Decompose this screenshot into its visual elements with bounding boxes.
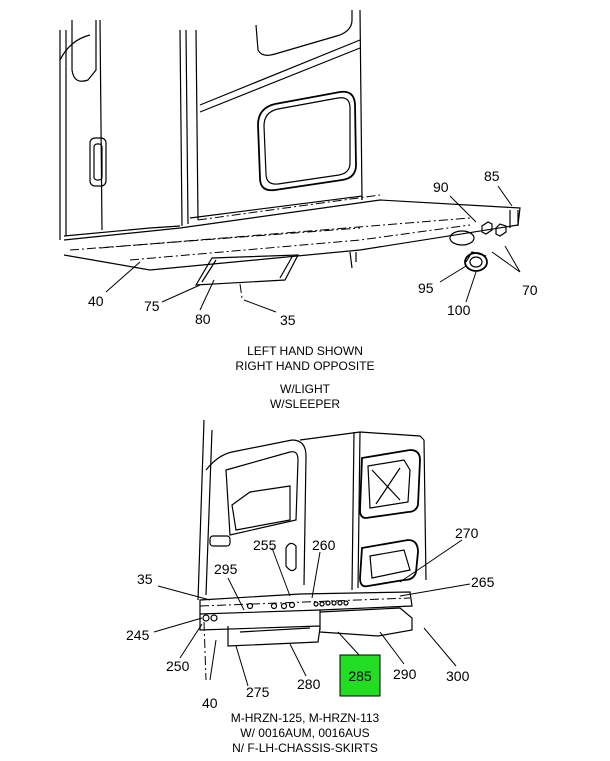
note-w-sleeper: W/SLEEPER — [270, 397, 340, 411]
callout-75: 75 — [144, 298, 160, 314]
callout-260: 260 — [312, 537, 336, 553]
callout-85: 85 — [484, 168, 500, 184]
note-left-hand-shown: LEFT HAND SHOWN — [247, 344, 363, 358]
note-chassis-skirts: N/ F-LH-CHASSIS-SKIRTS — [232, 741, 378, 755]
callout-40-top: 40 — [88, 293, 104, 309]
note-right-hand-opposite: RIGHT HAND OPPOSITE — [235, 359, 374, 373]
callout-35-bottom: 35 — [137, 571, 153, 587]
callout-90: 90 — [433, 179, 449, 195]
callout-280: 280 — [297, 676, 321, 692]
callout-70: 70 — [522, 282, 538, 298]
callout-95: 95 — [418, 280, 434, 296]
callout-265: 265 — [471, 574, 495, 590]
callout-250: 250 — [166, 658, 190, 674]
callout-295: 295 — [214, 561, 238, 577]
callout-80: 80 — [195, 311, 211, 327]
callout-35-top: 35 — [280, 312, 296, 328]
callout-270: 270 — [455, 525, 479, 541]
note-model-list: M-HRZN-125, M-HRZN-113 — [231, 711, 380, 725]
callout-285: 285 — [348, 668, 372, 684]
bottom-assembly-illustration — [153, 419, 471, 687]
callout-245: 245 — [126, 627, 150, 643]
callout-40-bottom: 40 — [202, 695, 218, 711]
callout-285-highlight[interactable] — [339, 654, 381, 697]
callout-275: 275 — [246, 684, 270, 700]
callout-300: 300 — [446, 668, 470, 684]
top-assembly-illustration — [59, 9, 521, 313]
callout-100: 100 — [447, 302, 471, 318]
callout-290: 290 — [393, 666, 417, 682]
callout-255: 255 — [253, 537, 277, 553]
note-option-codes: W/ 0016AUM, 0016AUS — [240, 726, 369, 740]
note-w-light: W/LIGHT — [280, 382, 331, 396]
